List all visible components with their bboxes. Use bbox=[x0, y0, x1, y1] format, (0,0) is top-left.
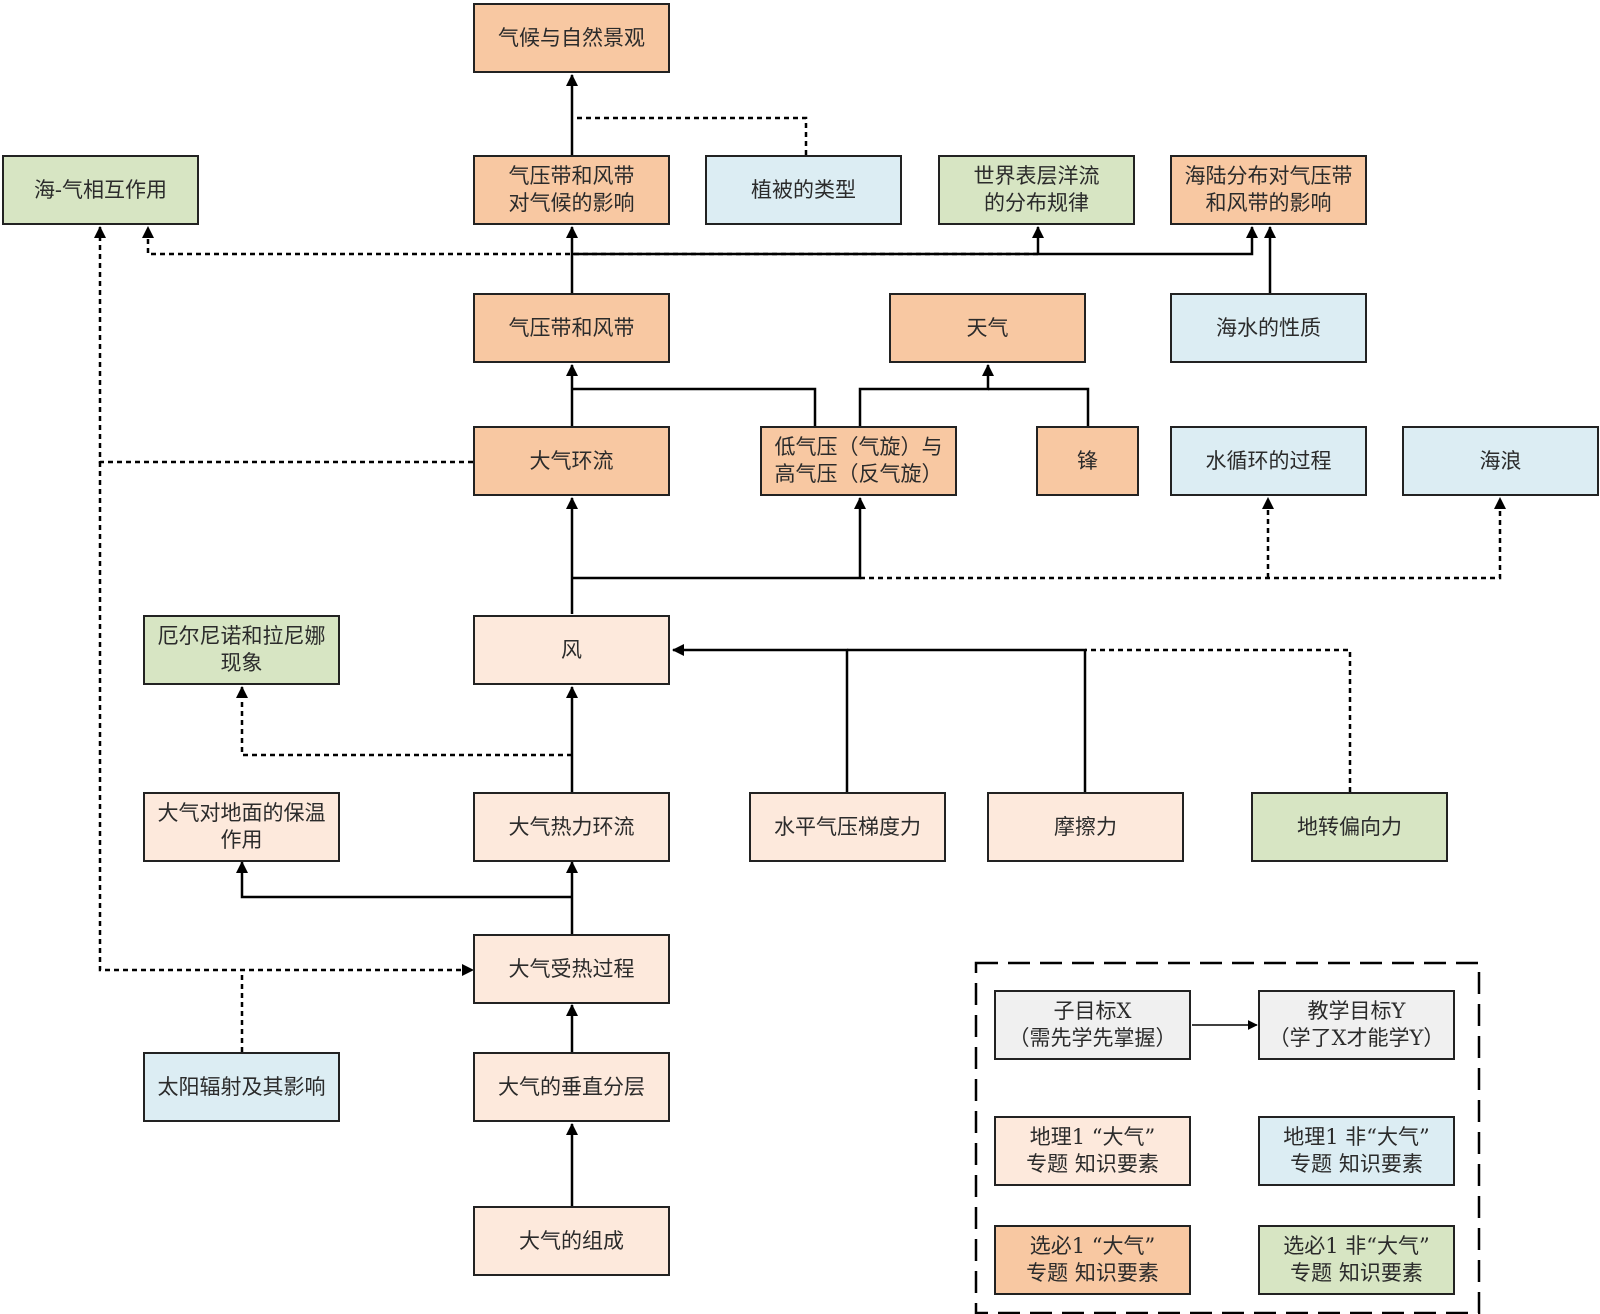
node-composition: 大气的组成 bbox=[473, 1206, 670, 1276]
node-sea-waves: 海浪 bbox=[1402, 426, 1599, 496]
node-greenhouse-effect: 大气对地面的保温 作用 bbox=[143, 792, 340, 862]
legend-label: 子目标X （需先学先掌握） bbox=[1008, 999, 1177, 1050]
legend-label: 选必1 非“大气” 专题 知识要素 bbox=[1283, 1234, 1430, 1285]
node-label: 气候与自然景观 bbox=[498, 25, 645, 50]
node-pressure-wind-climate: 气压带和风带 对气候的影响 bbox=[473, 155, 670, 225]
node-cyclone-anticyclone: 低气压（气旋）与 高气压（反气旋） bbox=[760, 426, 957, 496]
node-label: 水循环的过程 bbox=[1205, 448, 1332, 473]
node-label: 海陆分布对气压带 和风带的影响 bbox=[1184, 164, 1353, 215]
legend-label: 选必1 “大气” 专题 知识要素 bbox=[1026, 1234, 1159, 1285]
node-water-cycle: 水循环的过程 bbox=[1170, 426, 1367, 496]
node-label: 大气对地面的保温 作用 bbox=[157, 801, 326, 852]
node-label: 海-气相互作用 bbox=[33, 177, 168, 202]
node-wind: 风 bbox=[473, 615, 670, 685]
line-front-to-weather bbox=[988, 387, 1090, 426]
node-heating-process: 大气受热过程 bbox=[473, 934, 670, 1004]
node-sea-air-interaction: 海-气相互作用 bbox=[2, 155, 199, 225]
legend-geo1-topic: 地理1 “大气” 专题 知识要素 bbox=[994, 1116, 1191, 1186]
dashed-coriolis-to-wind bbox=[1085, 648, 1352, 792]
node-solar-radiation: 太阳辐射及其影响 bbox=[143, 1052, 340, 1122]
node-label: 海水的性质 bbox=[1216, 315, 1321, 340]
node-label: 气压带和风带 对气候的影响 bbox=[508, 164, 635, 215]
node-label: 大气环流 bbox=[529, 448, 614, 473]
node-label: 低气压（气旋）与 高气压（反气旋） bbox=[774, 435, 943, 486]
node-label: 太阳辐射及其影响 bbox=[157, 1074, 326, 1099]
node-label: 锋 bbox=[1077, 448, 1098, 473]
node-label: 水平气压梯度力 bbox=[774, 814, 921, 839]
dashed-wind-to-enso bbox=[236, 686, 572, 757]
node-weather: 天气 bbox=[889, 293, 1086, 363]
node-label: 大气热力环流 bbox=[508, 814, 635, 839]
node-friction: 摩擦力 bbox=[987, 792, 1184, 862]
legend-optional-nontopic: 选必1 非“大气” 专题 知识要素 bbox=[1258, 1225, 1455, 1295]
node-label: 植被的类型 bbox=[751, 177, 856, 202]
node-label: 大气受热过程 bbox=[508, 956, 635, 981]
node-land-sea-effect: 海陆分布对气压带 和风带的影响 bbox=[1170, 155, 1367, 225]
node-label: 世界表层洋流 的分布规律 bbox=[973, 164, 1100, 215]
line-friction-to-wind bbox=[847, 648, 1087, 792]
node-coriolis: 地转偏向力 bbox=[1251, 792, 1448, 862]
node-label: 大气的垂直分层 bbox=[498, 1074, 645, 1099]
node-enso: 厄尔尼诺和拉尼娜 现象 bbox=[143, 615, 340, 685]
legend-label: 地理1 非“大气” 专题 知识要素 bbox=[1283, 1125, 1430, 1176]
node-pressure-wind-belts: 气压带和风带 bbox=[473, 293, 670, 363]
dashed-sea-air-to-heating bbox=[98, 462, 474, 976]
node-label: 风 bbox=[561, 637, 582, 662]
legend-sub-goal: 子目标X （需先学先掌握） bbox=[994, 990, 1191, 1060]
node-front: 锋 bbox=[1036, 426, 1139, 496]
node-thermal-circulation: 大气热力环流 bbox=[473, 792, 670, 862]
node-label: 厄尔尼诺和拉尼娜 现象 bbox=[157, 624, 326, 675]
node-general-circulation: 大气环流 bbox=[473, 426, 670, 496]
legend-optional-topic: 选必1 “大气” 专题 知识要素 bbox=[994, 1225, 1191, 1295]
node-seawater-properties: 海水的性质 bbox=[1170, 293, 1367, 363]
node-vegetation-types: 植被的类型 bbox=[705, 155, 902, 225]
arrow-heating-to-greenhouse bbox=[236, 861, 572, 899]
arrow-belts-to-land-sea bbox=[572, 226, 1258, 256]
node-ocean-currents: 世界表层洋流 的分布规律 bbox=[938, 155, 1135, 225]
legend-label: 地理1 “大气” 专题 知识要素 bbox=[1026, 1125, 1159, 1176]
line-cyclone-to-belts bbox=[572, 387, 817, 426]
node-label: 天气 bbox=[966, 315, 1009, 340]
node-pressure-gradient: 水平气压梯度力 bbox=[749, 792, 946, 862]
node-vertical-layers: 大气的垂直分层 bbox=[473, 1052, 670, 1122]
legend-geo1-nontopic: 地理1 非“大气” 专题 知识要素 bbox=[1258, 1116, 1455, 1186]
node-label: 大气的组成 bbox=[519, 1228, 624, 1253]
legend-teaching-goal: 教学目标Y （学了X才能学Y） bbox=[1258, 990, 1455, 1060]
legend-label: 教学目标Y （学了X才能学Y） bbox=[1268, 999, 1445, 1050]
node-label: 地转偏向力 bbox=[1297, 814, 1402, 839]
dashed-wind-to-water-cycle bbox=[860, 497, 1506, 580]
node-label: 摩擦力 bbox=[1054, 814, 1117, 839]
arrow-forces-to-wind bbox=[672, 644, 849, 792]
arrow-wind-to-cyclone bbox=[572, 497, 866, 580]
arrow-cyclone-to-weather bbox=[858, 364, 994, 426]
dashed-vegetation-to-landscape bbox=[572, 116, 808, 155]
dashed-circulation-to-sea-air bbox=[94, 226, 473, 464]
node-climate-landscape: 气候与自然景观 bbox=[473, 3, 670, 73]
node-label: 气压带和风带 bbox=[508, 315, 635, 340]
legend-frame bbox=[974, 961, 1481, 1314]
node-label: 海浪 bbox=[1479, 448, 1522, 473]
dashed-belts-to-sea-air bbox=[142, 226, 1038, 256]
